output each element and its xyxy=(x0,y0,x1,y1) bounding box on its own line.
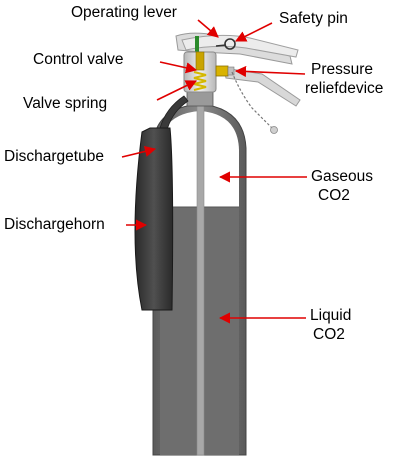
lever-accent xyxy=(195,36,199,62)
arrow-safety-pin xyxy=(234,22,273,42)
control-valve-stem xyxy=(195,51,205,71)
siphon-tube xyxy=(196,103,205,456)
arrow-valve-spring xyxy=(156,80,198,101)
relief-cap xyxy=(227,66,235,76)
label-operating-lever: Operating lever xyxy=(71,4,177,21)
arrow-operating-lever xyxy=(197,19,219,38)
cylinder xyxy=(152,89,247,456)
discharge-horn xyxy=(134,127,174,311)
label-valve-spring: Valve spring xyxy=(23,95,107,112)
label-discharge-horn: Dischargehorn xyxy=(4,216,105,233)
safety-pin-shaft xyxy=(215,44,227,47)
arrow-pressure-relief xyxy=(234,65,306,78)
valve-spring xyxy=(193,71,207,91)
labels: Operating lever Safety pin Control valve… xyxy=(4,4,383,343)
lower-handle xyxy=(223,67,301,107)
discharge-assembly xyxy=(134,95,189,311)
label-liquid-line1: Liquid xyxy=(310,307,351,324)
label-pressure-line1: Pressure xyxy=(311,61,373,78)
pointer-arrows xyxy=(121,19,307,324)
label-control-valve: Control valve xyxy=(33,51,123,68)
safety-pin-ring xyxy=(224,38,236,50)
tamper-chain xyxy=(231,71,273,129)
pressure-relief-device xyxy=(215,65,229,77)
label-safety-pin: Safety pin xyxy=(279,10,348,27)
discharge-tube xyxy=(159,95,189,131)
label-discharge-tube: Dischargetube xyxy=(4,148,104,165)
label-gaseous-line2: CO2 xyxy=(318,187,350,204)
arrow-control-valve xyxy=(159,61,198,74)
arrow-discharge-tube xyxy=(121,145,157,158)
label-gaseous-line1: Gaseous xyxy=(311,168,373,185)
label-liquid-line2: CO2 xyxy=(313,326,345,343)
label-pressure-line2: reliefdevice xyxy=(305,80,383,97)
tamper-seal xyxy=(270,126,278,134)
